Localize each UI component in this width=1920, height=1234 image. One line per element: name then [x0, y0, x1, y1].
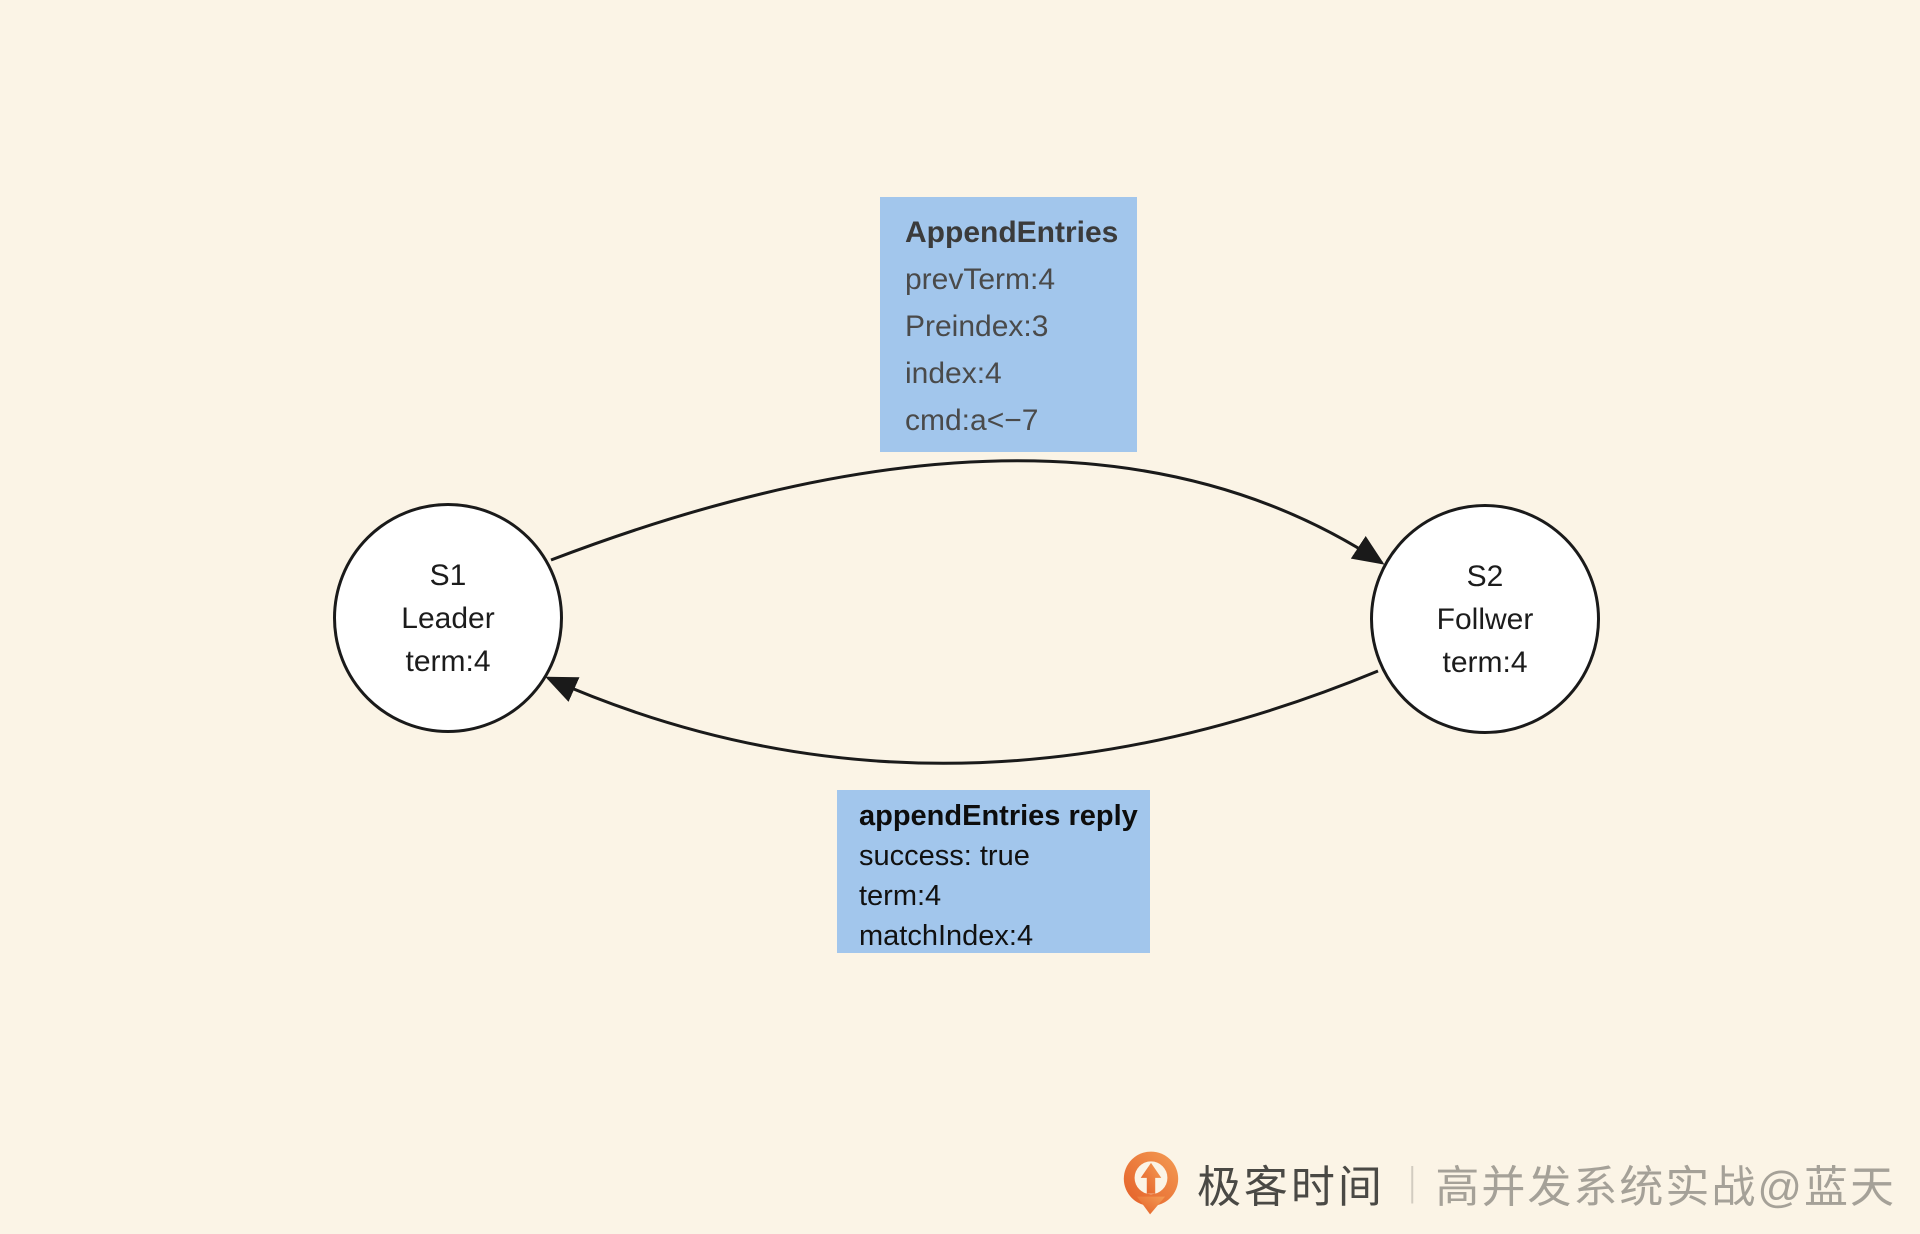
- node-term: term:4: [1442, 645, 1528, 679]
- node-id: S1: [429, 558, 467, 592]
- node-s1-leader: S1 Leader term:4: [333, 503, 563, 733]
- geektime-logo-icon: [1123, 1151, 1179, 1215]
- message-line: success: true: [859, 840, 1030, 872]
- message-line: term:4: [859, 880, 942, 912]
- message-title: appendEntries reply: [859, 800, 1138, 832]
- append-entries-reply-box: appendEntries reply success: true term:4…: [837, 790, 1150, 953]
- node-role: Leader: [401, 601, 495, 635]
- message-line: index:4: [905, 357, 1002, 390]
- node-role: Follwer: [1436, 602, 1534, 636]
- watermark: 极客时间 | 高并发系统实战@蓝天: [1121, 1149, 1896, 1216]
- append-entries-request-box: AppendEntries prevTerm:4 Preindex:3 inde…: [880, 197, 1137, 452]
- message-title: AppendEntries: [905, 216, 1119, 249]
- watermark-credit-text: 高并发系统实战@蓝天: [1435, 1162, 1896, 1212]
- node-term: term:4: [405, 644, 491, 678]
- message-line: cmd:a<−7: [905, 404, 1039, 437]
- message-line: matchIndex:4: [859, 920, 1034, 952]
- append-entries-arrow: [550, 459, 1385, 565]
- node-s2-follower: S2 Follwer term:4: [1370, 504, 1600, 734]
- append-entries-reply-arrow: [545, 669, 1379, 765]
- watermark-separator: |: [1409, 1160, 1416, 1204]
- message-line: Preindex:3: [905, 310, 1049, 343]
- watermark-brand-text: 极客时间: [1196, 1162, 1385, 1212]
- node-id: S2: [1466, 559, 1504, 593]
- message-line: prevTerm:4: [905, 263, 1056, 296]
